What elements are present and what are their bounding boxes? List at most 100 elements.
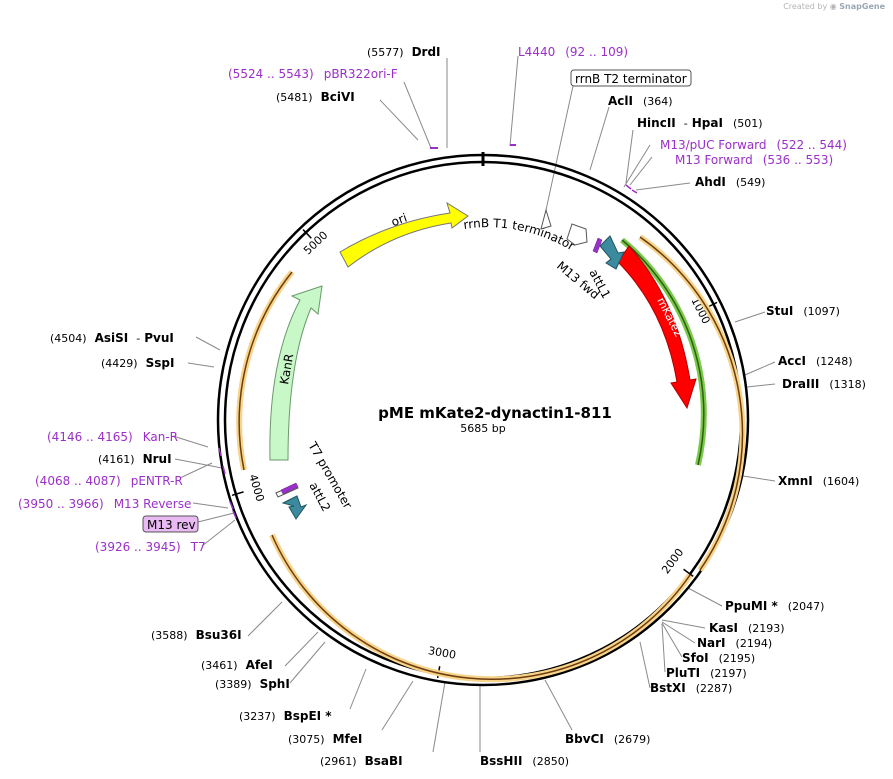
- tick-mark: [231, 491, 244, 497]
- leader-line: [661, 622, 683, 658]
- restriction-site-label[interactable]: KasI (2193): [709, 621, 785, 635]
- leader-line: [635, 182, 691, 191]
- site-position: (2850): [532, 755, 569, 768]
- leader-line: [174, 458, 223, 469]
- site-position: (1097): [803, 305, 840, 318]
- restriction-site-label[interactable]: (3075)MfeI: [288, 732, 362, 746]
- site-name: BsaBI: [365, 754, 403, 768]
- restriction-site-label[interactable]: PluTI(2197): [666, 666, 747, 680]
- site-name: PvuI: [144, 331, 174, 345]
- site-name: MfeI: [333, 732, 363, 746]
- restriction-site-label[interactable]: BstXI (2287): [650, 681, 732, 695]
- site-name: BstXI: [650, 681, 686, 695]
- primer-text: L4440: [518, 45, 555, 59]
- ori-label: ori: [389, 211, 409, 230]
- restriction-site-label[interactable]: (5577)DrdI: [367, 45, 441, 59]
- leader-line: [172, 435, 209, 448]
- site-name: Bsu36I: [196, 628, 242, 642]
- leader-line: [589, 106, 610, 171]
- primer-label[interactable]: (4146 .. 4165)Kan-R: [47, 430, 178, 444]
- orf-arc-bottom-highlight: [269, 533, 693, 683]
- site-name: SfoI: [682, 651, 709, 665]
- leader-line: [192, 502, 229, 509]
- primer-label[interactable]: M13/pUC Forward(522 .. 544): [660, 138, 847, 152]
- restriction-site-label[interactable]: (5481)BciVI: [276, 90, 355, 104]
- restriction-site-label[interactable]: AccI(1248): [778, 354, 853, 368]
- site-position: (2195): [719, 652, 756, 665]
- primer-label[interactable]: (4068 .. 4087) pENTR-R: [35, 474, 183, 488]
- site-position: (1604): [823, 475, 860, 488]
- primer-label[interactable]: (3926 .. 3945) T7: [95, 540, 206, 554]
- restriction-site-label[interactable]: HincII-HpaI(501): [637, 116, 763, 130]
- rrnb-t1-terminator-icon: [566, 223, 588, 246]
- ori-feature-arrow: [339, 201, 469, 268]
- leader-line: [687, 587, 723, 607]
- plasmid-name: pME mKate2-dynactin1-811: [378, 404, 612, 422]
- primer-label[interactable]: M13 Forward(536 .. 553): [675, 153, 833, 167]
- site-name: HpaI: [692, 116, 723, 130]
- leader-line: [742, 475, 776, 482]
- site-position: (501): [733, 117, 763, 130]
- restriction-site-label[interactable]: AhdI(549): [695, 175, 765, 189]
- primer-label[interactable]: (3950 .. 3966)M13 Reverse: [18, 497, 191, 511]
- restriction-site-label[interactable]: StuI(1097): [766, 304, 840, 318]
- site-position: (3588): [151, 629, 188, 642]
- site-position: (2194): [736, 637, 773, 650]
- restriction-site-label[interactable]: (4429)SspI: [101, 356, 174, 370]
- restriction-site-label[interactable]: (2961) BsaBI: [320, 754, 403, 768]
- restriction-site-label[interactable]: AclI (364): [608, 94, 673, 108]
- restriction-site-label[interactable]: (3237)BspEI *: [239, 709, 332, 723]
- site-name: DraIII: [782, 377, 819, 391]
- restriction-site-label[interactable]: DraIII(1318): [782, 377, 866, 391]
- tick-label: 2000: [659, 546, 686, 576]
- site-position: (3389): [215, 678, 252, 691]
- restriction-site-label[interactable]: (3461)AfeI: [201, 658, 273, 672]
- site-name: NarI: [697, 636, 726, 650]
- restriction-site-label[interactable]: NarI (2194): [697, 636, 772, 650]
- primer-label[interactable]: (5524 .. 5543)pBR322ori-F: [228, 67, 398, 81]
- restriction-site-label[interactable]: XmnI(1604): [778, 474, 859, 488]
- leader-line: [201, 519, 236, 547]
- restriction-site-label[interactable]: BssHII(2850): [480, 754, 569, 768]
- primer-text: pENTR-R: [131, 474, 183, 488]
- leader-line: [179, 462, 213, 479]
- restriction-site-label[interactable]: (3389)SphI: [215, 677, 290, 691]
- restriction-site-label[interactable]: SfoI (2195): [682, 651, 755, 665]
- site-position: (2047): [788, 600, 825, 613]
- site-position: (2679): [614, 733, 651, 746]
- site-name: KasI: [709, 621, 738, 635]
- site-position: (1248): [816, 355, 853, 368]
- site-name: BciVI: [321, 90, 355, 104]
- primer-text: (536 .. 553): [763, 153, 833, 167]
- restriction-site-label[interactable]: BbvCI(2679): [565, 732, 650, 746]
- leader-line: [247, 601, 283, 637]
- primer-markers-left: [218, 447, 237, 519]
- site-position: (2197): [710, 667, 747, 680]
- site-name: NruI: [143, 452, 172, 466]
- primer-text: (4068 .. 4087): [35, 474, 121, 488]
- primer-text: T7: [190, 540, 206, 554]
- site-position: (2287): [696, 682, 733, 695]
- leader-line: [284, 631, 319, 667]
- orf-arc-left: [238, 271, 293, 471]
- restriction-site-label[interactable]: (4161)NruI: [98, 452, 172, 466]
- primer-label[interactable]: L4440(92 .. 109): [518, 45, 628, 59]
- leader-line: [197, 512, 235, 523]
- restriction-site-label[interactable]: PpuMI *(2047): [725, 599, 824, 613]
- site-name: AhdI: [695, 175, 726, 189]
- primer-text: (3926 .. 3945): [95, 540, 181, 554]
- site-name: AclI: [608, 94, 633, 108]
- rrnb-t2-label-box: [570, 69, 692, 87]
- site-position: (2961): [320, 755, 357, 768]
- m13-fwd-primer-marker: [592, 237, 603, 254]
- leader-line: [289, 641, 326, 684]
- leader-lines: [172, 55, 776, 753]
- site-position: (364): [643, 95, 673, 108]
- leader-line: [545, 85, 574, 211]
- kanr-label: KanR: [277, 353, 296, 386]
- restriction-site-label[interactable]: (4504)AsiSI-PvuI: [50, 331, 174, 345]
- restriction-site-label[interactable]: (3588) Bsu36I: [151, 628, 242, 642]
- site-position: (2193): [748, 622, 785, 635]
